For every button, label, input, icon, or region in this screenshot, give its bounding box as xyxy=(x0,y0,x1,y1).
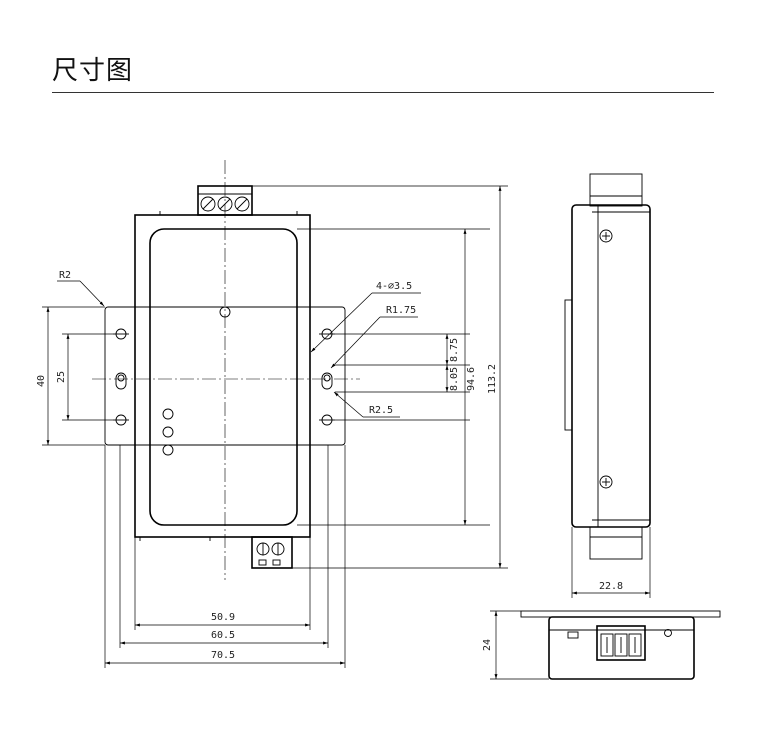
dim-24: 24 xyxy=(482,639,493,651)
dim-r1-75: R1.75 xyxy=(386,305,416,316)
keyhole-left xyxy=(115,372,127,390)
keyhole-right xyxy=(321,372,333,390)
side-view: 22.8 xyxy=(564,173,651,598)
dim-94-6: 94.6 xyxy=(466,367,477,391)
bottom-flange xyxy=(520,610,721,618)
side-top-connector xyxy=(589,173,643,207)
bottom-terminal-block xyxy=(251,536,293,569)
dim-8-75: 8.75 xyxy=(449,338,460,362)
led-2 xyxy=(162,426,174,438)
front-dimensions: 40 25 R2 4-∅3.5 R1.75 R2.5 8.75 8.05 9 xyxy=(36,185,508,668)
title-divider xyxy=(52,92,714,93)
dim-70-5: 70.5 xyxy=(211,650,235,661)
dim-113-2: 113.2 xyxy=(487,364,498,394)
bottom-view: 24 xyxy=(482,610,721,680)
dim-22-8: 22.8 xyxy=(599,581,623,592)
led-3 xyxy=(162,444,174,456)
bottom-terminal xyxy=(596,625,646,661)
dim-r2-5: R2.5 xyxy=(369,405,393,416)
housing-body xyxy=(134,214,311,538)
indicator-hole xyxy=(219,306,231,318)
dim-mount-holes: 4-∅3.5 xyxy=(376,281,412,292)
led-1 xyxy=(162,408,174,420)
dim-60-5: 60.5 xyxy=(211,630,235,641)
bottom-body xyxy=(548,616,695,680)
side-rail xyxy=(564,299,573,431)
dim-25: 25 xyxy=(56,371,67,383)
side-bottom-connector xyxy=(589,526,643,560)
dim-8-05: 8.05 xyxy=(449,367,460,391)
dim-50-9: 50.9 xyxy=(211,612,235,623)
side-screw-top xyxy=(599,229,613,243)
dim-40: 40 xyxy=(36,375,47,387)
side-screw-bottom xyxy=(599,475,613,489)
page-title: 尺寸图 xyxy=(52,56,134,86)
front-panel xyxy=(149,228,298,526)
dim-r2: R2 xyxy=(59,270,71,281)
front-view xyxy=(92,160,360,580)
